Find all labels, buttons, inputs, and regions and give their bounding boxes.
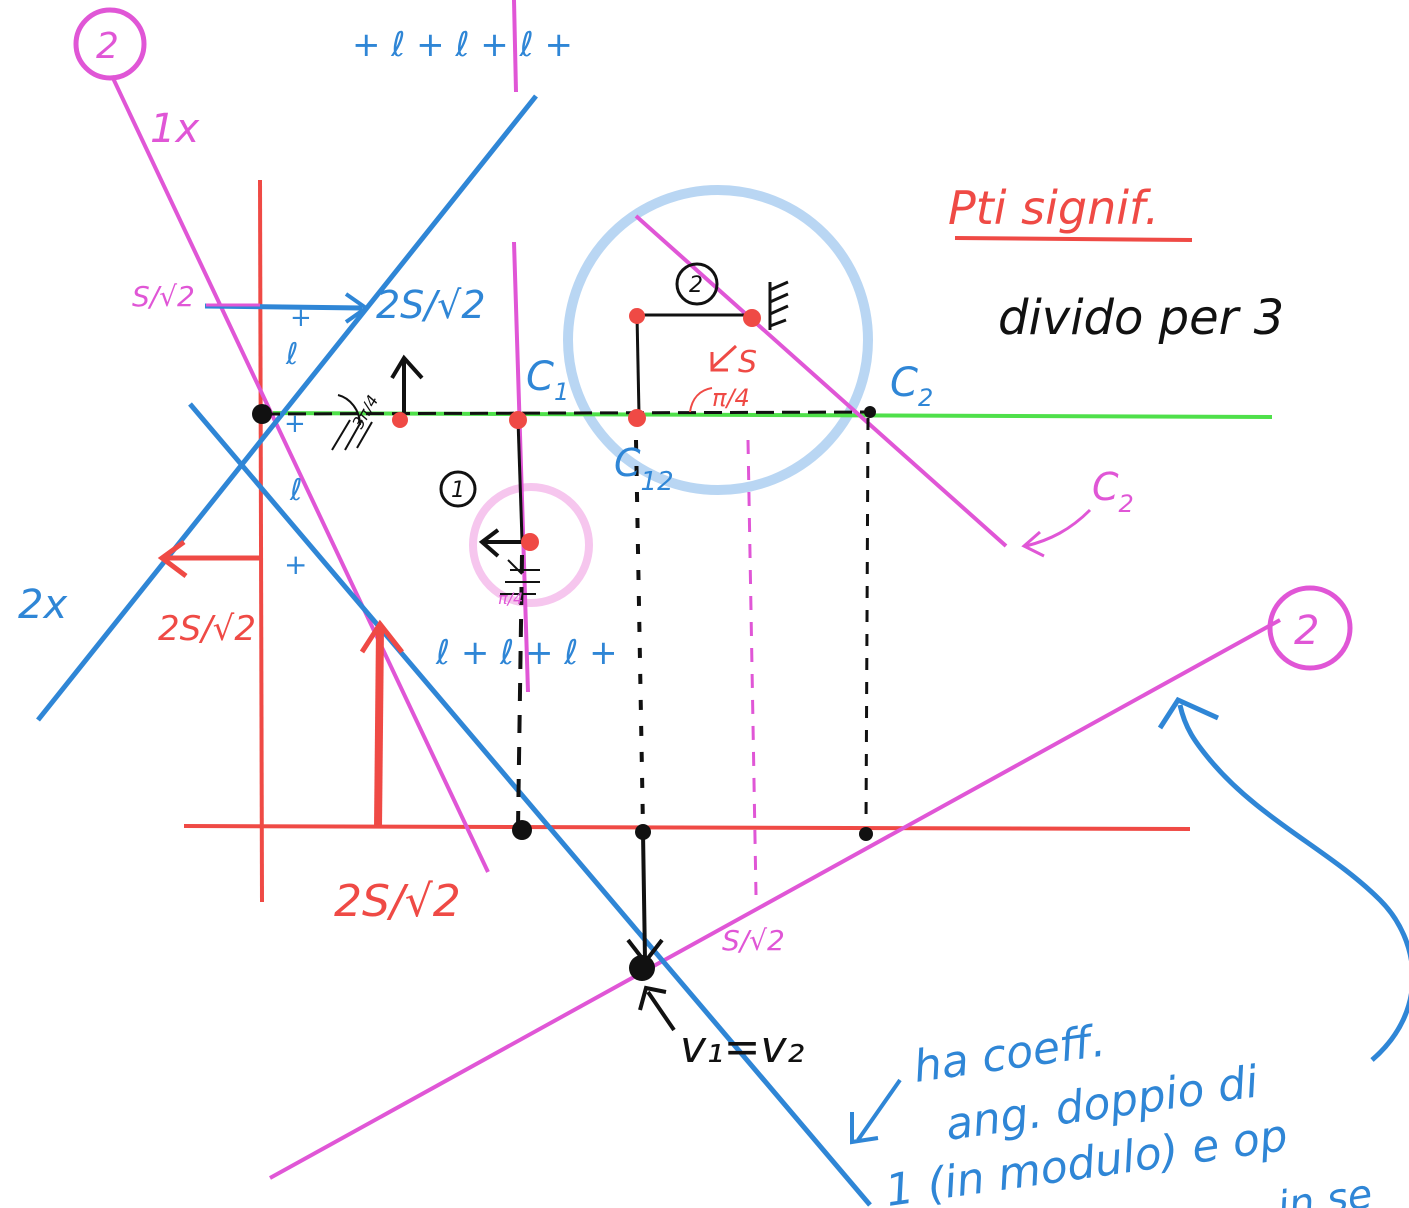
- label-circle-2-right: 2: [1294, 608, 1319, 654]
- label-plus-a: +: [290, 303, 312, 333]
- red-vector-left-head: [157, 539, 188, 578]
- circled-1-body: [439, 470, 477, 508]
- label-mid-signs-left: +: [284, 548, 307, 581]
- label-s-disp: S: [738, 345, 757, 380]
- label-c2-curve: C2: [1092, 465, 1134, 518]
- label-plus-b: +: [284, 409, 306, 439]
- label-s-sqrt2-bottom: S/√2: [722, 924, 785, 957]
- point-origin: [252, 404, 272, 424]
- circled-2-right: [1267, 585, 1353, 671]
- blue-arrow-curve: [1177, 704, 1409, 1062]
- label-body-2: 2: [689, 273, 703, 298]
- label-2s-sqrt2-mid: 2S/√2: [158, 609, 256, 649]
- red-vector-up: [374, 627, 384, 829]
- point-intersection: [629, 955, 655, 981]
- title-pts-signif: Pti signif.: [948, 181, 1159, 235]
- arrow-up-head: [390, 354, 424, 380]
- point-hinge-left: [392, 412, 408, 428]
- label-c1: C1: [526, 354, 569, 406]
- magenta-line-1x: [110, 75, 490, 873]
- magenta-line-long: [269, 618, 1281, 1180]
- label-mid-signs-right: ℓ + ℓ + ℓ +: [435, 633, 618, 673]
- point-axis-c1: [512, 820, 532, 840]
- blue-note-arrow: [850, 1078, 902, 1145]
- point-c12: [628, 409, 646, 427]
- body2-left-post: [635, 314, 641, 415]
- circled-2-top: [73, 7, 147, 81]
- projection-c12: [634, 439, 645, 829]
- label-2s-sqrt2-bottom: 2S/√2: [334, 876, 461, 927]
- arrow-left-body1-head: [478, 528, 500, 558]
- projection-c2: [864, 417, 870, 827]
- label-pi-small: π/4: [498, 589, 523, 608]
- v1v2-arrow: [638, 985, 676, 1032]
- support-hatch-body1: [500, 559, 540, 595]
- label-2x: 2x: [18, 582, 67, 628]
- label-circle-2-top: 2: [96, 26, 119, 67]
- circled-2-body: [675, 262, 719, 306]
- highlight-circle-blue: [563, 185, 873, 495]
- label-body-1: 1: [451, 478, 465, 503]
- magenta-vertical-line-top: [512, 0, 518, 93]
- label-divido-per-3: divido per 3: [998, 290, 1284, 346]
- point-body2-top-right: [743, 309, 761, 327]
- red-horizontal-axis: [183, 824, 1191, 831]
- label-ell-a: ℓ: [285, 337, 298, 372]
- blue-vector-top-head: [344, 292, 370, 324]
- label-v1-v2: v₁=v₂: [680, 1022, 804, 1073]
- red-vertical-axis: [258, 179, 264, 903]
- beam-main: [261, 410, 873, 416]
- c2-curve-arrow: [1021, 508, 1092, 558]
- label-c2: C2: [890, 360, 933, 412]
- label-top-signs: + ℓ + ℓ + ℓ +: [352, 25, 573, 65]
- red-vector-up-head: [359, 619, 404, 654]
- blue-arrow-head: [1157, 696, 1220, 730]
- label-2s-sqrt2-top: 2S/√2: [376, 283, 486, 327]
- blue-line-long: [188, 402, 872, 1207]
- label-s-sqrt2-left: S/√2: [132, 280, 195, 313]
- note-line-4: in se: [1275, 1171, 1375, 1208]
- point-c1: [509, 411, 527, 429]
- title-underline: [954, 236, 1193, 242]
- highlight-circle-pink: [469, 483, 593, 607]
- s-disp-arrow: [710, 344, 738, 372]
- label-pi-quarter: π/4: [712, 384, 750, 412]
- point-body1: [521, 533, 539, 551]
- blue-line-2x: [36, 94, 538, 722]
- point-axis-c12: [635, 824, 651, 840]
- point-c2: [864, 406, 876, 418]
- point-body2-top-left: [629, 308, 645, 324]
- support-hatch-right: [768, 280, 789, 330]
- body1-post: [516, 419, 524, 541]
- label-ell-b: ℓ: [289, 473, 302, 508]
- support-hatch-left: [331, 394, 373, 451]
- angle-arc: [689, 387, 713, 413]
- label-c12: C12: [614, 441, 674, 497]
- magenta-line-c2: [634, 214, 1008, 548]
- point-axis-c2: [859, 827, 873, 841]
- projection-c1: [516, 554, 524, 829]
- displacement-vector: [641, 831, 647, 961]
- label-1x: 1x: [150, 106, 199, 152]
